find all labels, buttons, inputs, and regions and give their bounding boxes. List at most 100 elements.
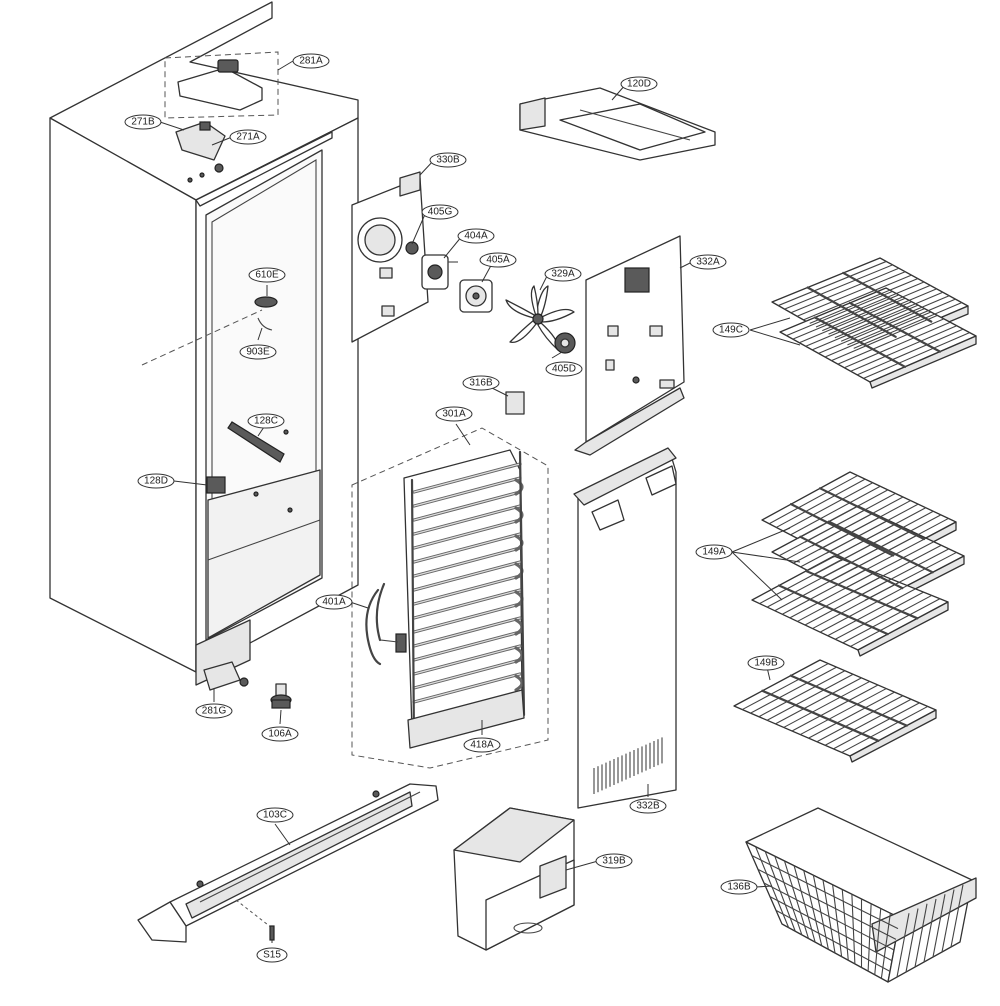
- part-label-404a: 404A: [457, 228, 495, 244]
- shelf-wire: [750, 666, 837, 714]
- basket-wire: [751, 855, 899, 930]
- shelf-rib: [777, 584, 889, 636]
- shelf-wire: [850, 325, 957, 372]
- svg-text:128C: 128C: [254, 416, 278, 427]
- part-label-128d: 128D: [137, 473, 175, 489]
- drawer-box-part: [453, 807, 575, 951]
- refrigerator-cabinet: [49, 1, 359, 686]
- lamp-part: [141, 296, 278, 366]
- svg-text:330B: 330B: [436, 155, 460, 166]
- svg-text:332A: 332A: [696, 257, 720, 268]
- part-label-271a: 271A: [229, 129, 267, 145]
- shelf-wire: [807, 523, 897, 572]
- shelf-wire: [847, 298, 956, 346]
- shelf-wire: [831, 314, 938, 362]
- shelf-rib: [799, 535, 904, 590]
- shelf-wire: [841, 705, 928, 753]
- shelf-wire: [789, 571, 875, 619]
- shelf-wire: [758, 670, 846, 718]
- svg-text:401A: 401A: [322, 597, 346, 608]
- part-label-332b: 332B: [629, 798, 667, 814]
- shelf-wire: [853, 302, 962, 349]
- part-label-401a: 401A: [315, 594, 353, 610]
- coil-tube-highlight: [413, 645, 521, 675]
- part-label-405g: 405G: [421, 204, 459, 220]
- shelf-wire: [759, 558, 843, 605]
- shelf-wire: [844, 321, 951, 369]
- shelf-wire: [800, 519, 889, 568]
- shelf-wire: [822, 284, 931, 332]
- shelf-wire: [786, 512, 874, 560]
- coil-tube-highlight: [413, 575, 521, 605]
- top-cover-part: [164, 51, 279, 119]
- shelf-wire: [808, 691, 895, 739]
- part-label-301a: 301A: [435, 406, 473, 422]
- shelf-wire: [800, 688, 887, 736]
- shelf-wire: [784, 264, 893, 310]
- shelf-wire: [837, 318, 945, 365]
- part-label-281a: 281A: [292, 53, 330, 69]
- part-label-281g: 281G: [195, 703, 233, 719]
- shelf-wire: [804, 578, 892, 626]
- svg-text:404A: 404A: [464, 231, 488, 242]
- coil-tube-highlight: [413, 519, 521, 549]
- shelf-wire: [863, 332, 970, 379]
- svg-text:281A: 281A: [299, 56, 323, 67]
- fan-blade-part: [505, 285, 575, 351]
- hinge-part: [175, 121, 226, 173]
- svg-text:405D: 405D: [552, 364, 576, 375]
- part-label-405d: 405D: [545, 361, 583, 377]
- svg-text:319B: 319B: [602, 856, 626, 867]
- shelf-rib: [789, 674, 908, 727]
- shelf-wire: [783, 680, 870, 728]
- shelf-rib: [848, 301, 942, 353]
- shelf-wire: [778, 509, 866, 557]
- svg-text:418A: 418A: [470, 740, 494, 751]
- shelf-wire: [824, 311, 932, 358]
- shelf-rib: [805, 569, 919, 620]
- shelf-wire: [811, 304, 919, 351]
- part-label-329a: 329A: [544, 266, 582, 282]
- svg-text:149C: 149C: [719, 325, 743, 336]
- rear-panel-part: [574, 235, 685, 456]
- svg-text:120D: 120D: [627, 79, 651, 90]
- svg-text:149B: 149B: [754, 658, 778, 669]
- part-label-128c: 128C: [247, 413, 285, 429]
- svg-text:903E: 903E: [246, 347, 270, 358]
- coil-tube-highlight: [413, 533, 521, 563]
- shelf-wire: [818, 308, 925, 354]
- shelf-wire: [783, 482, 873, 532]
- shelf-wire: [803, 274, 912, 321]
- coil-tube-highlight: [413, 491, 521, 521]
- shelf-wire: [842, 594, 932, 644]
- part-label-103c: 103C: [256, 807, 294, 823]
- shelf-wire: [778, 260, 887, 307]
- basket-wire: [905, 908, 919, 973]
- heater-wire-part: [365, 582, 407, 666]
- shelf-rail-part: [227, 421, 289, 463]
- basket-wire: [775, 909, 891, 972]
- basket-wire: [950, 884, 964, 948]
- shelf-wire: [834, 291, 944, 339]
- shelf-wire: [791, 684, 879, 732]
- shelf-wire: [790, 267, 900, 314]
- basket-wire: [769, 896, 893, 962]
- top-duct-part: [519, 87, 716, 161]
- svg-text:149A: 149A: [702, 547, 726, 558]
- shelf-wire: [840, 295, 950, 342]
- part-label-903e: 903E: [239, 344, 277, 360]
- svg-text:301A: 301A: [442, 409, 466, 420]
- shelf-wire: [782, 568, 867, 615]
- part-label-271b: 271B: [124, 114, 162, 130]
- sensor-part: [505, 391, 525, 415]
- part-label-120d: 120D: [620, 76, 658, 92]
- shelf-wire: [786, 290, 893, 337]
- shelf-rib: [827, 520, 934, 574]
- shelf-wire: [775, 677, 862, 725]
- coil-tube-highlight: [413, 547, 521, 577]
- shelf-wire: [819, 585, 908, 633]
- part-label-319b: 319B: [595, 853, 633, 869]
- shelf-rib: [761, 689, 880, 742]
- shelf-rib: [842, 271, 933, 323]
